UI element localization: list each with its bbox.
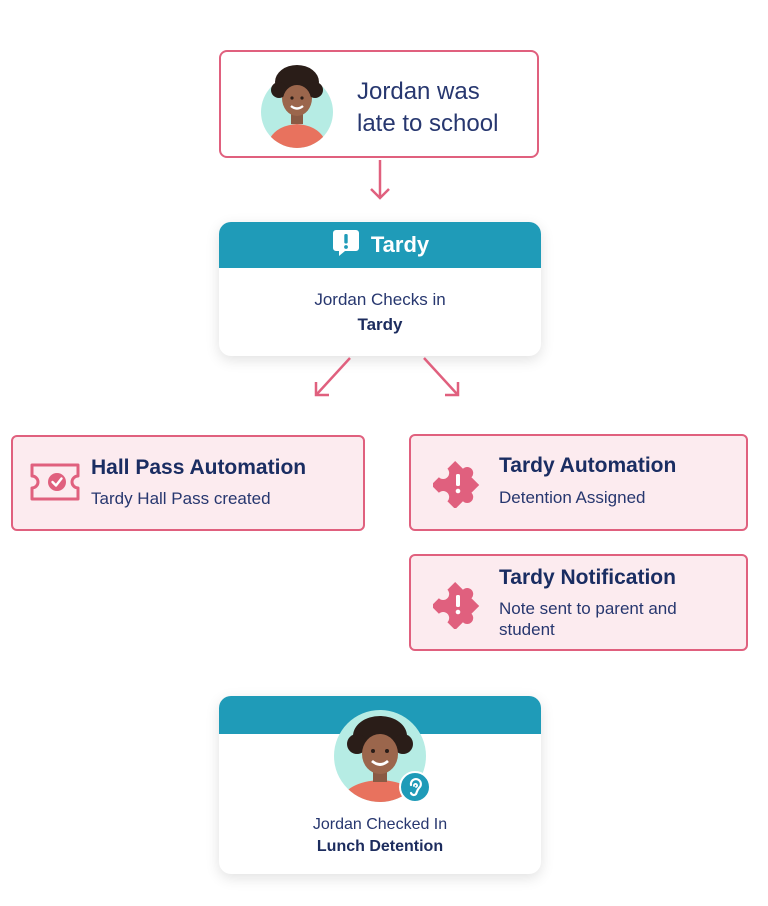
event-text: Jordan was late to school [357, 76, 498, 140]
tardy-header-label: Tardy [370, 232, 430, 257]
alert-bubble-icon [331, 228, 361, 263]
arrow-down [370, 160, 390, 207]
tardy-body-line1: Jordan Checks in [314, 290, 446, 309]
event-text-line1: Jordan was [357, 78, 480, 105]
puzzle-alert-icon [431, 579, 483, 634]
event-card: Jordan was late to school [219, 50, 539, 158]
tardy-header: Tardy [219, 222, 541, 268]
automation-desc: Tardy Hall Pass created [91, 489, 271, 508]
automation-title: Tardy Notification [499, 566, 676, 589]
automation-desc: Detention Assigned [499, 488, 646, 507]
ear-icon [399, 771, 431, 808]
arrow-down-right [420, 356, 464, 405]
automation-desc: Note sent to parent and student [499, 598, 677, 640]
automation-title: Hall Pass Automation [91, 456, 307, 479]
automation-title: Tardy Automation [499, 454, 677, 477]
event-text-line2: late to school [357, 110, 499, 137]
arrow-down-left [310, 356, 354, 405]
checkin-line2: Lunch Detention [316, 838, 444, 855]
hall-pass-automation-card: Hall Pass Automation Tardy Hall Pass cre… [11, 435, 365, 531]
checkin-card: Jordan Checked In Lunch Detention [219, 696, 541, 874]
puzzle-alert-icon [431, 458, 483, 513]
automation-desc-line1: Note sent to parent and [499, 599, 677, 618]
checkin-line1: Jordan Checked In [312, 816, 448, 833]
tardy-notification-card: Tardy Notification Note sent to parent a… [409, 554, 748, 651]
tardy-body-line2: Tardy [357, 315, 403, 334]
tardy-automation-card: Tardy Automation Detention Assigned [409, 434, 748, 531]
automation-desc-line2: student [499, 620, 555, 639]
tardy-card: Tardy Jordan Checks in Tardy [219, 222, 541, 356]
ticket-check-icon [29, 462, 81, 507]
student-avatar [261, 60, 333, 148]
